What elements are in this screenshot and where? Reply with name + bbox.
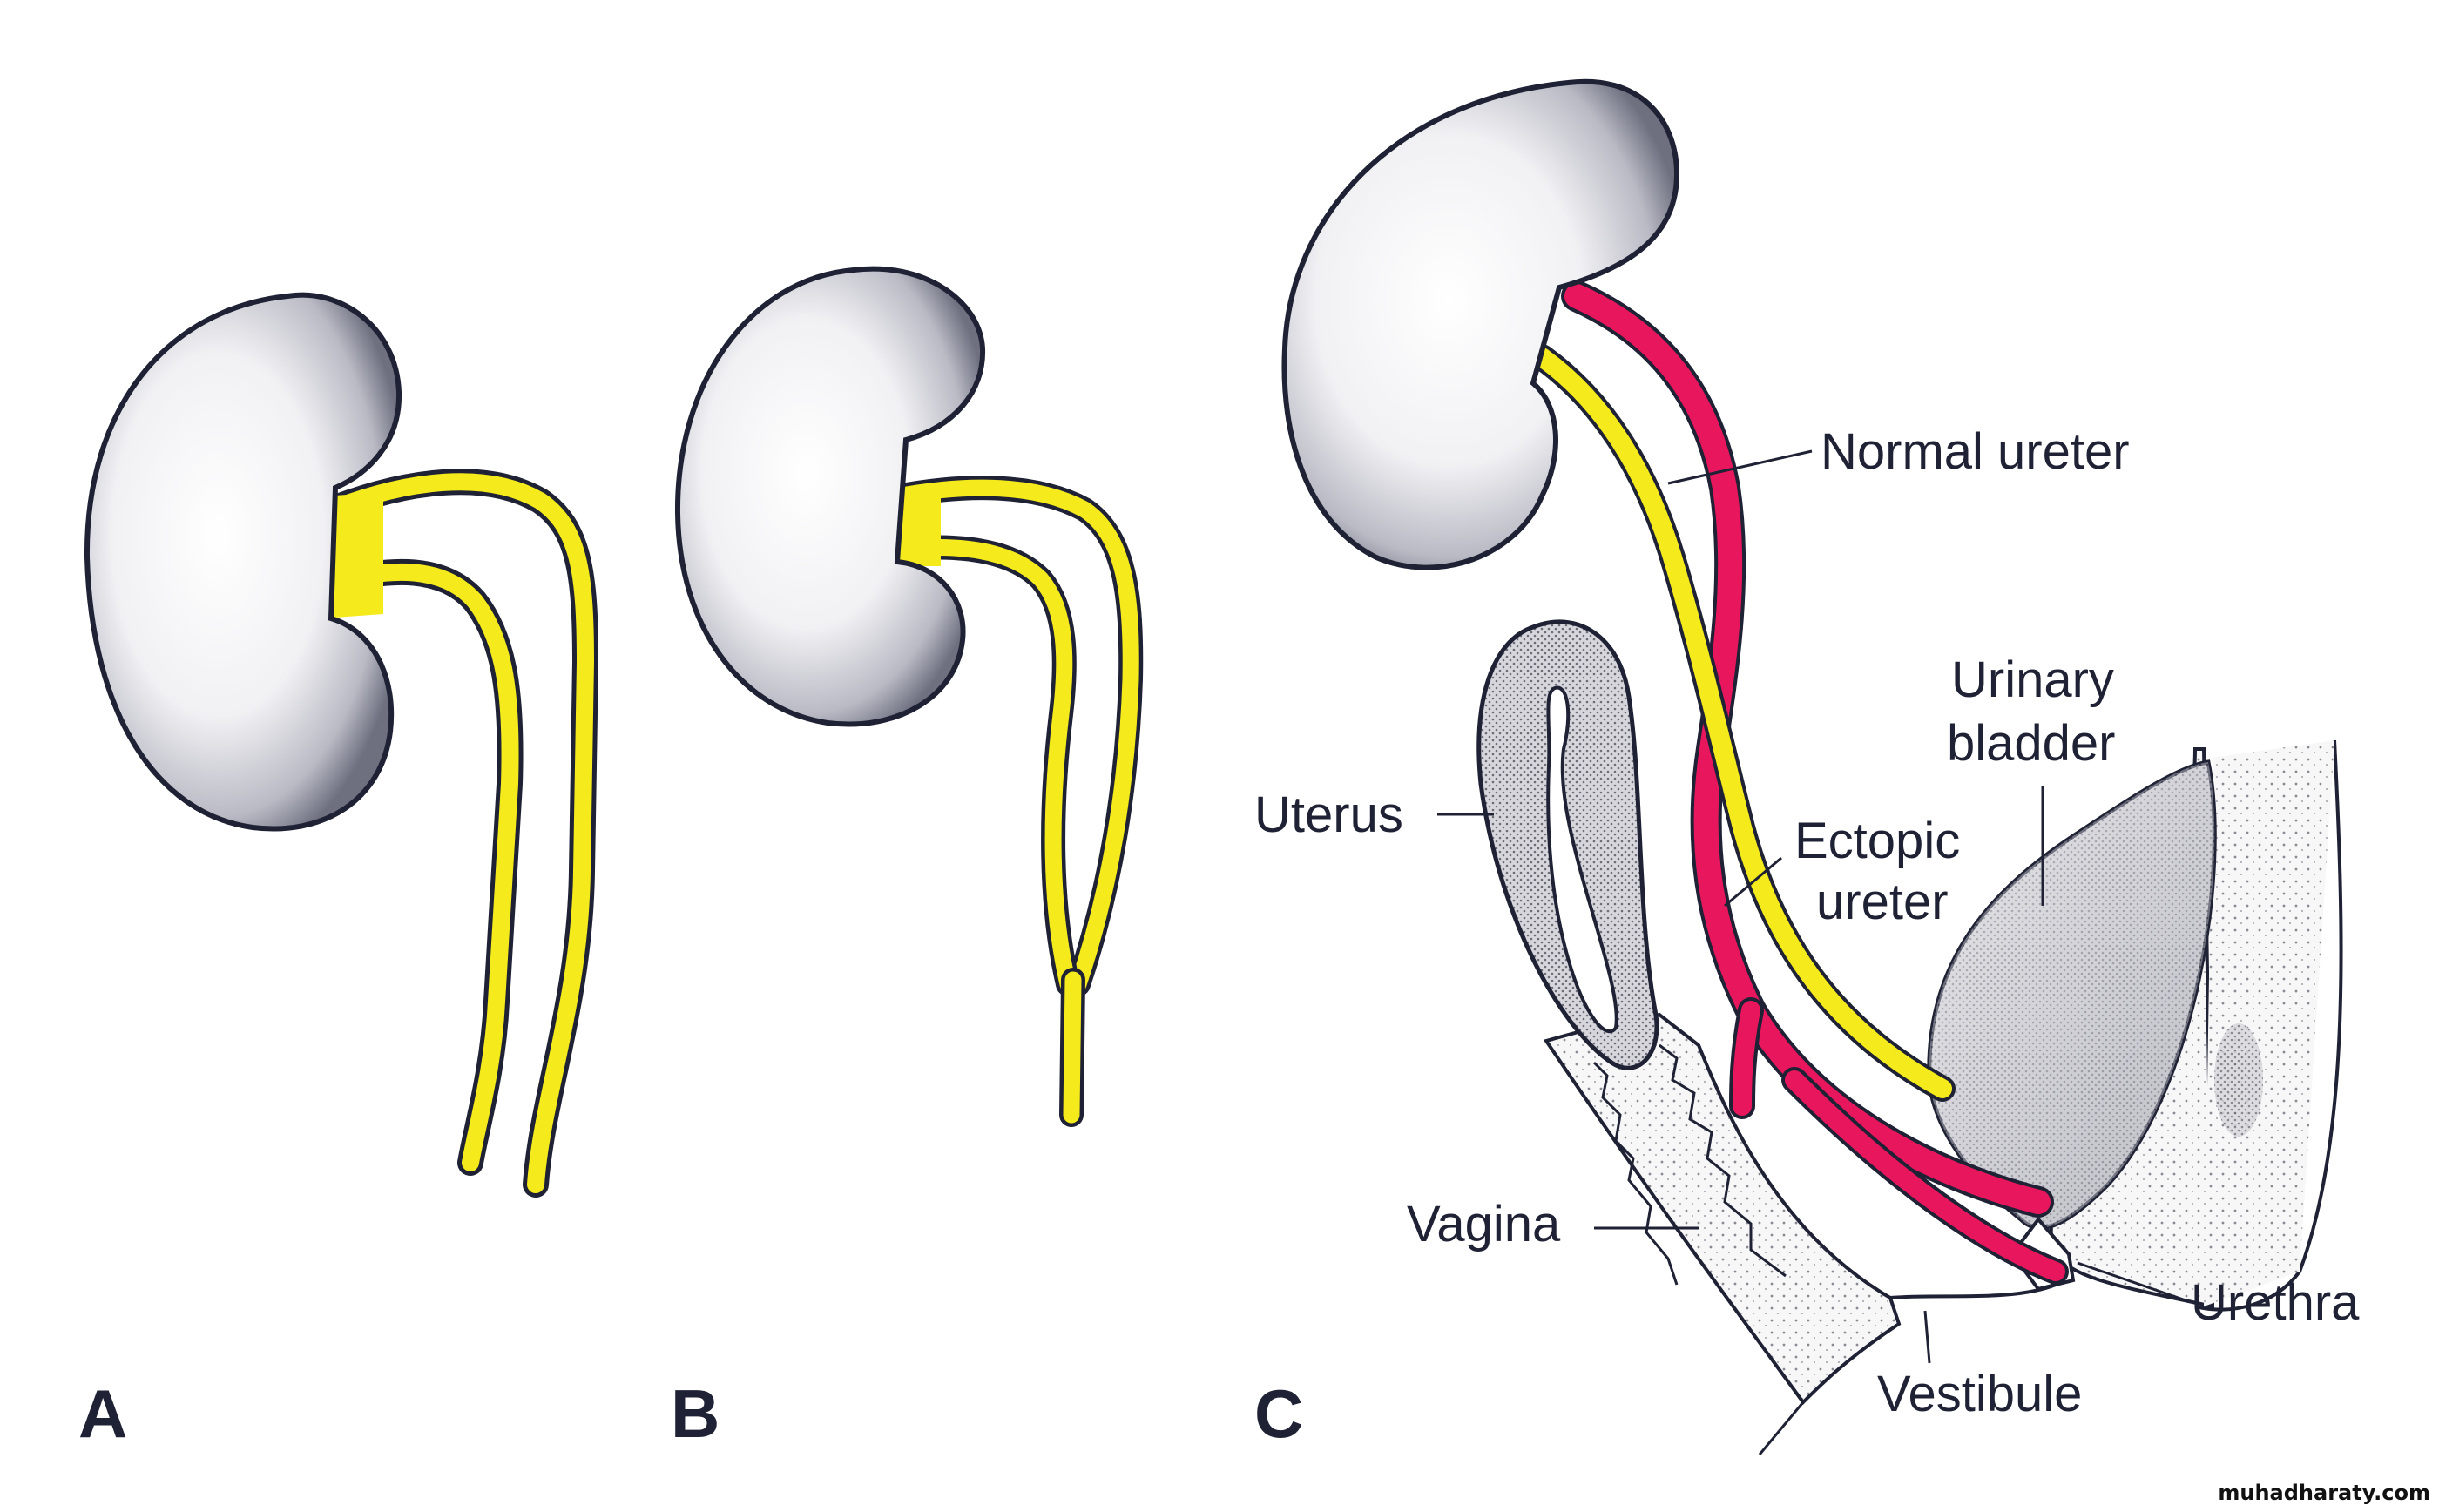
panel-b-label: B: [671, 1375, 720, 1452]
label-urinary-bladder-1: Urinary: [1951, 651, 2114, 708]
leader-vestibule: [1923, 1310, 1931, 1364]
label-vagina: Vagina: [1407, 1196, 1561, 1252]
panel-a: A: [78, 292, 599, 1452]
rectal-shadow: [2214, 1023, 2263, 1137]
label-ectopic-ureter-1: Ectopic: [1794, 813, 1960, 869]
panel-a-label: A: [78, 1375, 127, 1452]
label-ectopic-ureter-2: ureter: [1816, 874, 1949, 930]
panel-c-label: C: [1254, 1375, 1303, 1452]
label-urinary-bladder-2: bladder: [1947, 715, 2115, 772]
label-urethra: Urethra: [2191, 1274, 2360, 1331]
leader-lines: [1437, 449, 2192, 1364]
leader-normal-ureter: [1667, 449, 1813, 485]
uterine-cavity: [1546, 685, 1618, 1034]
label-uterus: Uterus: [1254, 786, 1403, 843]
leader-urethra: [2077, 1261, 2192, 1304]
vagina: [1543, 1012, 1902, 1406]
panel-b-kidney: [674, 266, 986, 727]
panel-a-kidney: [84, 292, 402, 832]
vaginal-rugae: [1659, 1043, 1787, 1278]
panel-b: B: [671, 266, 1144, 1452]
label-vestibule: Vestibule: [1877, 1366, 2082, 1422]
watermark: muhadharaty.com: [2218, 1481, 2430, 1505]
leader-ectopic-ureter: [1724, 856, 1782, 908]
panel-c-kidney: [1281, 78, 1680, 570]
panel-a-ureters: [318, 469, 599, 1198]
panel-c: Normal ureter Urinary bladder Uterus Ect…: [1254, 78, 2360, 1455]
panel-c-ureters: [1529, 280, 2069, 1285]
vestibule-floor: [1889, 1283, 2057, 1299]
label-normal-ureter: Normal ureter: [1821, 423, 2130, 480]
